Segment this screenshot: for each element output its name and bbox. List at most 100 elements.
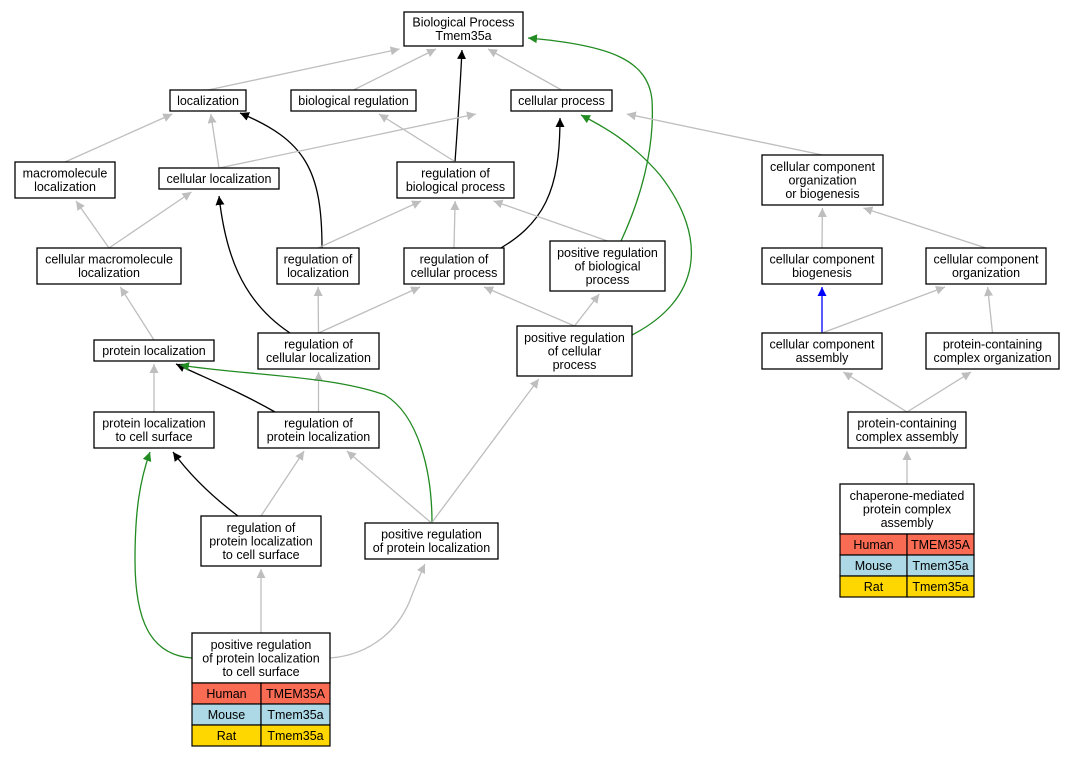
gene-symbol: Tmem35a [267, 708, 323, 722]
edge-is-a [346, 450, 432, 524]
node-box [364, 522, 499, 560]
node-label-line: macromolecule [23, 167, 108, 181]
node-label-line: or biogenesis [785, 187, 859, 201]
node-box [549, 240, 666, 292]
edge-positively-regulates [580, 114, 692, 336]
edge-is-a [493, 199, 608, 242]
species-label: Mouse [208, 708, 246, 722]
gene-symbol: Tmem35a [912, 559, 968, 573]
node-label-line: regulation of [284, 253, 353, 267]
node-label-line: to cell surface [222, 548, 299, 562]
edge-is-a [450, 200, 460, 249]
node-label-line: to cell surface [115, 430, 192, 444]
node-label-line: regulation of [227, 521, 296, 535]
node-label-line: regulation of [421, 167, 490, 181]
gene-symbol: TMEM35A [911, 538, 971, 552]
node-label-line: process [553, 358, 597, 372]
node-label-line: protein localization [102, 344, 206, 358]
edge-is-a [318, 286, 421, 334]
node-protein-localization[interactable]: protein localization [93, 339, 215, 362]
node-label-line: protein localization [209, 534, 313, 548]
node-box [200, 515, 322, 567]
node-label-line: regulation of [284, 417, 353, 431]
edge-positively-regulates [527, 34, 654, 242]
node-label-line: complex assembly [856, 430, 960, 444]
species-label: Human [853, 538, 893, 552]
node-box [257, 332, 380, 370]
node-box [276, 247, 360, 285]
edge-is-a [207, 113, 220, 169]
edge-is-a [108, 191, 192, 249]
edge-is-a [842, 371, 908, 413]
node-label-line: positive regulation [211, 638, 312, 652]
edge-is-a [260, 450, 305, 517]
node-box [761, 332, 883, 370]
node-label-line: localization [78, 266, 140, 280]
node-box [403, 11, 524, 47]
node-box [516, 325, 633, 377]
node-box [403, 247, 505, 285]
edge-is-a [218, 111, 477, 169]
node-box [290, 89, 417, 112]
edge-is-a [906, 371, 972, 413]
node-label-line: regulation of [284, 338, 353, 352]
species-label: Rat [864, 580, 884, 594]
node-cellular-localization[interactable]: cellular localization [158, 167, 280, 190]
edge-is-a [821, 285, 946, 334]
node-label-line: Tmem35a [435, 29, 491, 43]
species-label: Human [206, 687, 246, 701]
node-cellular-process[interactable]: cellular process [510, 89, 613, 112]
node-box [761, 154, 884, 206]
node-label-line: localization [34, 180, 96, 194]
edge-is-a [353, 48, 437, 91]
edge-is-a [483, 286, 575, 327]
node-label-line: to cell surface [222, 665, 299, 679]
node-biological-regulation[interactable]: biological regulation [290, 89, 417, 112]
edge-regulates [172, 451, 239, 517]
node-label-line: protein-containing [943, 338, 1042, 352]
edge-positively-regulates [134, 451, 193, 659]
node-label-line: protein complex [863, 502, 952, 516]
node-box [93, 411, 215, 449]
node-box [847, 411, 967, 449]
node-label-line: process [586, 273, 630, 287]
node-box [169, 89, 247, 112]
gene-cell [260, 724, 331, 747]
node-box [158, 167, 280, 190]
edge-is-a [487, 48, 562, 91]
node-label-line: cellular localization [266, 351, 371, 365]
node-localization[interactable]: localization [169, 89, 247, 112]
node-label-line: regulation of [420, 253, 489, 267]
node-label-line: cellular component [934, 253, 1039, 267]
node-label-line: cellular component [770, 160, 875, 174]
edges-layer [64, 34, 994, 659]
node-box [396, 161, 515, 199]
node-label-line: Biological Process [412, 16, 514, 30]
node-box [925, 247, 1047, 285]
